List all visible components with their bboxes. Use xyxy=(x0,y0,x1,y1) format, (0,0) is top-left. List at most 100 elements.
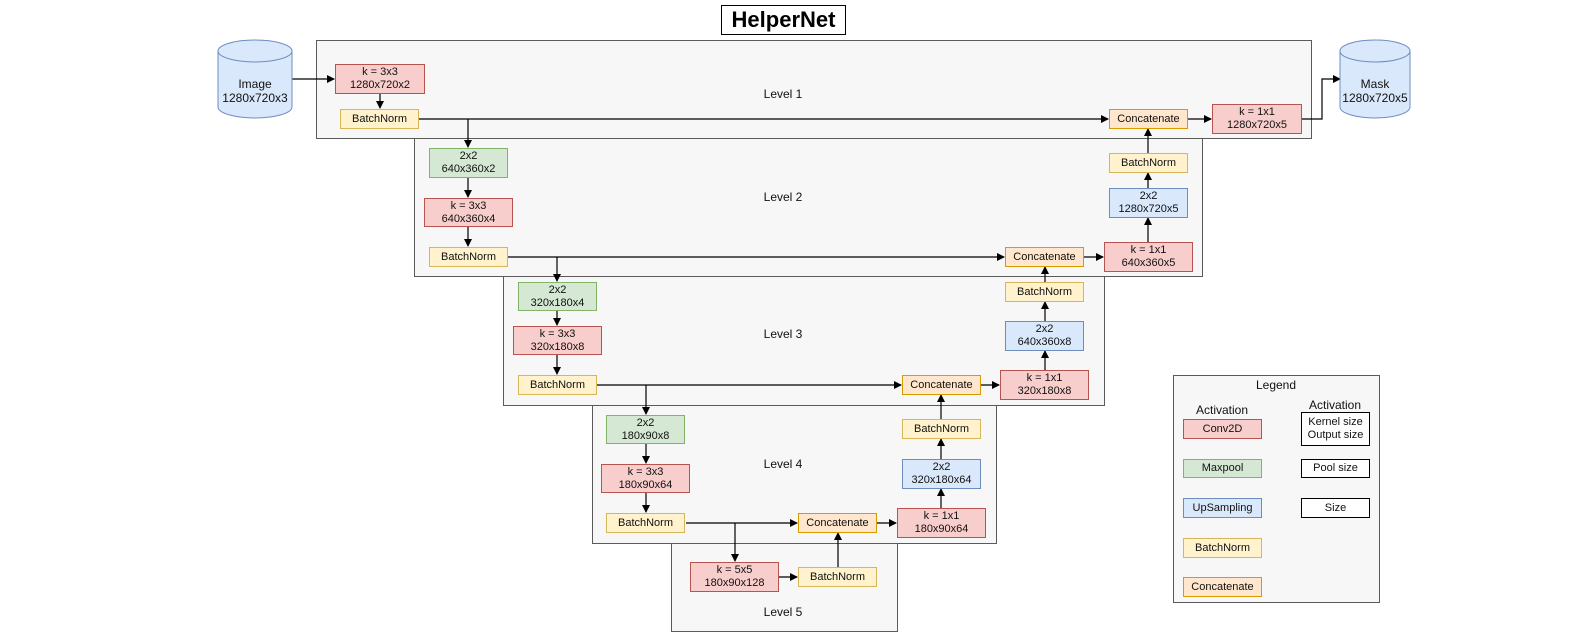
legend-cat-label: Concatenate xyxy=(1191,580,1254,593)
output-mask-cylinder: Mask 1280x720x5 xyxy=(1339,39,1411,119)
l1-concatenate-block: Concatenate xyxy=(1109,109,1188,129)
level-1-label: Level 1 xyxy=(763,87,803,101)
l4-conv-size: 180x90x64 xyxy=(618,478,673,491)
l3-up-batchnorm-block: BatchNorm xyxy=(1005,282,1084,302)
l5-conv-size: 180x90x128 xyxy=(704,577,765,589)
l2-batchnorm-label: BatchNorm xyxy=(440,250,497,263)
l3-up-size: 2x2 xyxy=(1035,323,1054,335)
l4-output-size: 180x90x64 xyxy=(914,523,969,535)
l2-batchnorm-block: BatchNorm xyxy=(429,247,508,267)
input-size: 1280x720x3 xyxy=(222,91,288,105)
diagram-title: HelperNet xyxy=(721,5,846,35)
l5-batchnorm-label: BatchNorm xyxy=(809,570,866,583)
l3-pool-size: 2x2 xyxy=(548,283,567,296)
legend-activation-right: Activation xyxy=(1308,398,1362,412)
l4-output-kernel: k = 1x1 xyxy=(923,510,960,522)
l2-output-conv-block: k = 1x1 640x360x5 xyxy=(1104,242,1193,272)
l4-batchnorm-label: BatchNorm xyxy=(617,516,674,529)
l5-conv-kernel: k = 5x5 xyxy=(716,564,753,576)
l4-maxpool-block: 2x2 180x90x8 xyxy=(606,415,685,444)
l4-concatenate-block: Concatenate xyxy=(798,513,877,533)
l3-output-conv-block: k = 1x1 320x180x8 xyxy=(1000,370,1089,400)
legend-activation-left: Activation xyxy=(1195,403,1249,417)
l5-batchnorm-block: BatchNorm xyxy=(798,567,877,587)
l4-up-batchnorm-block: BatchNorm xyxy=(902,419,981,439)
l2-up-output: 1280x720x5 xyxy=(1118,203,1179,215)
cylinder-icon xyxy=(217,39,293,119)
l2-pool-output: 640x360x2 xyxy=(441,163,496,175)
l2-upsampling-block: 2x2 1280x720x5 xyxy=(1109,188,1188,218)
level-2-container xyxy=(414,138,1203,277)
l1-output-conv-block: k = 1x1 1280x720x5 xyxy=(1212,104,1302,134)
legend-conv-swatch: Conv2D xyxy=(1183,419,1262,439)
legend-pool-swatch: Maxpool xyxy=(1183,459,1262,478)
l2-maxpool-block: 2x2 640x360x2 xyxy=(429,148,508,178)
l2-output-size: 640x360x5 xyxy=(1121,257,1176,269)
l2-pool-size: 2x2 xyxy=(459,150,478,162)
l3-maxpool-block: 2x2 320x180x4 xyxy=(518,282,597,311)
cylinder-icon xyxy=(1339,39,1411,119)
l3-up-batchnorm-label: BatchNorm xyxy=(1016,285,1073,298)
legend-up-swatch: UpSampling xyxy=(1183,498,1262,518)
l3-conv-kernel: k = 3x3 xyxy=(539,327,576,340)
l1-batchnorm-label: BatchNorm xyxy=(351,112,408,125)
l3-concatenate-block: Concatenate xyxy=(902,375,981,395)
output-name: Mask xyxy=(1360,77,1390,91)
l3-up-output: 640x360x8 xyxy=(1017,336,1072,348)
l1-concatenate-label: Concatenate xyxy=(1117,112,1180,125)
l1-batchnorm-block: BatchNorm xyxy=(340,109,419,129)
l4-conv-block: k = 3x3 180x90x64 xyxy=(601,464,690,493)
l3-pool-output: 320x180x4 xyxy=(530,296,585,309)
l4-conv-kernel: k = 3x3 xyxy=(627,465,664,478)
l2-conv-kernel: k = 3x3 xyxy=(450,199,487,212)
legend-up-label: UpSampling xyxy=(1192,501,1253,514)
l2-conv-block: k = 3x3 640x360x4 xyxy=(424,198,513,227)
l3-batchnorm-label: BatchNorm xyxy=(529,378,586,391)
l2-up-batchnorm-label: BatchNorm xyxy=(1120,156,1177,169)
l2-concatenate-label: Concatenate xyxy=(1013,250,1076,263)
l2-up-batchnorm-block: BatchNorm xyxy=(1109,153,1188,173)
legend-conv-output-size: Output size xyxy=(1307,429,1364,441)
legend-bn-swatch: BatchNorm xyxy=(1183,538,1262,558)
l3-output-size: 320x180x8 xyxy=(1017,385,1072,397)
level-2-label: Level 2 xyxy=(763,190,803,204)
legend-cat-swatch: Concatenate xyxy=(1183,577,1262,597)
level-5-label: Level 5 xyxy=(763,605,803,619)
l1-conv-kernel: k = 3x3 xyxy=(362,66,398,78)
l1-conv-block: k = 3x3 1280x720x2 xyxy=(335,64,425,94)
l3-conv-size: 320x180x8 xyxy=(530,340,585,353)
l4-up-batchnorm-label: BatchNorm xyxy=(913,422,970,435)
l3-output-kernel: k = 1x1 xyxy=(1026,372,1063,384)
level-3-label: Level 3 xyxy=(763,327,803,341)
l2-output-kernel: k = 1x1 xyxy=(1130,244,1167,256)
l1-output-kernel: k = 1x1 xyxy=(1239,106,1275,118)
legend-pool-size: Pool size xyxy=(1313,462,1358,474)
l2-up-size: 2x2 xyxy=(1139,190,1158,202)
output-size: 1280x720x5 xyxy=(1342,91,1408,105)
l2-concatenate-block: Concatenate xyxy=(1005,247,1084,267)
l5-conv-block: k = 5x5 180x90x128 xyxy=(690,562,779,592)
input-name: Image xyxy=(238,77,272,91)
legend-conv-kernel-size: Kernel size xyxy=(1308,416,1363,428)
l3-upsampling-block: 2x2 640x360x8 xyxy=(1005,321,1084,351)
l4-output-conv-block: k = 1x1 180x90x64 xyxy=(897,508,986,538)
legend-pool-label: Maxpool xyxy=(1201,462,1244,474)
l3-concatenate-label: Concatenate xyxy=(910,378,973,391)
legend-bn-label: BatchNorm xyxy=(1194,541,1251,554)
l4-pool-size: 2x2 xyxy=(636,416,655,429)
l4-pool-output: 180x90x8 xyxy=(621,429,670,442)
l1-output-size: 1280x720x5 xyxy=(1227,119,1287,131)
level-4-label: Level 4 xyxy=(763,457,803,471)
l4-up-output: 320x180x64 xyxy=(911,474,972,486)
l4-upsampling-block: 2x2 320x180x64 xyxy=(902,459,981,489)
legend-conv-label: Conv2D xyxy=(1202,422,1243,435)
l4-concatenate-label: Concatenate xyxy=(806,516,869,529)
legend-up-desc: Size xyxy=(1301,498,1370,518)
legend-up-size: Size xyxy=(1324,501,1347,514)
legend-title: Legend xyxy=(1255,378,1297,392)
legend-conv-desc: Kernel size Output size xyxy=(1301,412,1370,446)
input-image-cylinder: Image 1280x720x3 xyxy=(217,39,293,119)
l2-conv-size: 640x360x4 xyxy=(441,212,496,225)
l4-up-size: 2x2 xyxy=(932,461,951,473)
